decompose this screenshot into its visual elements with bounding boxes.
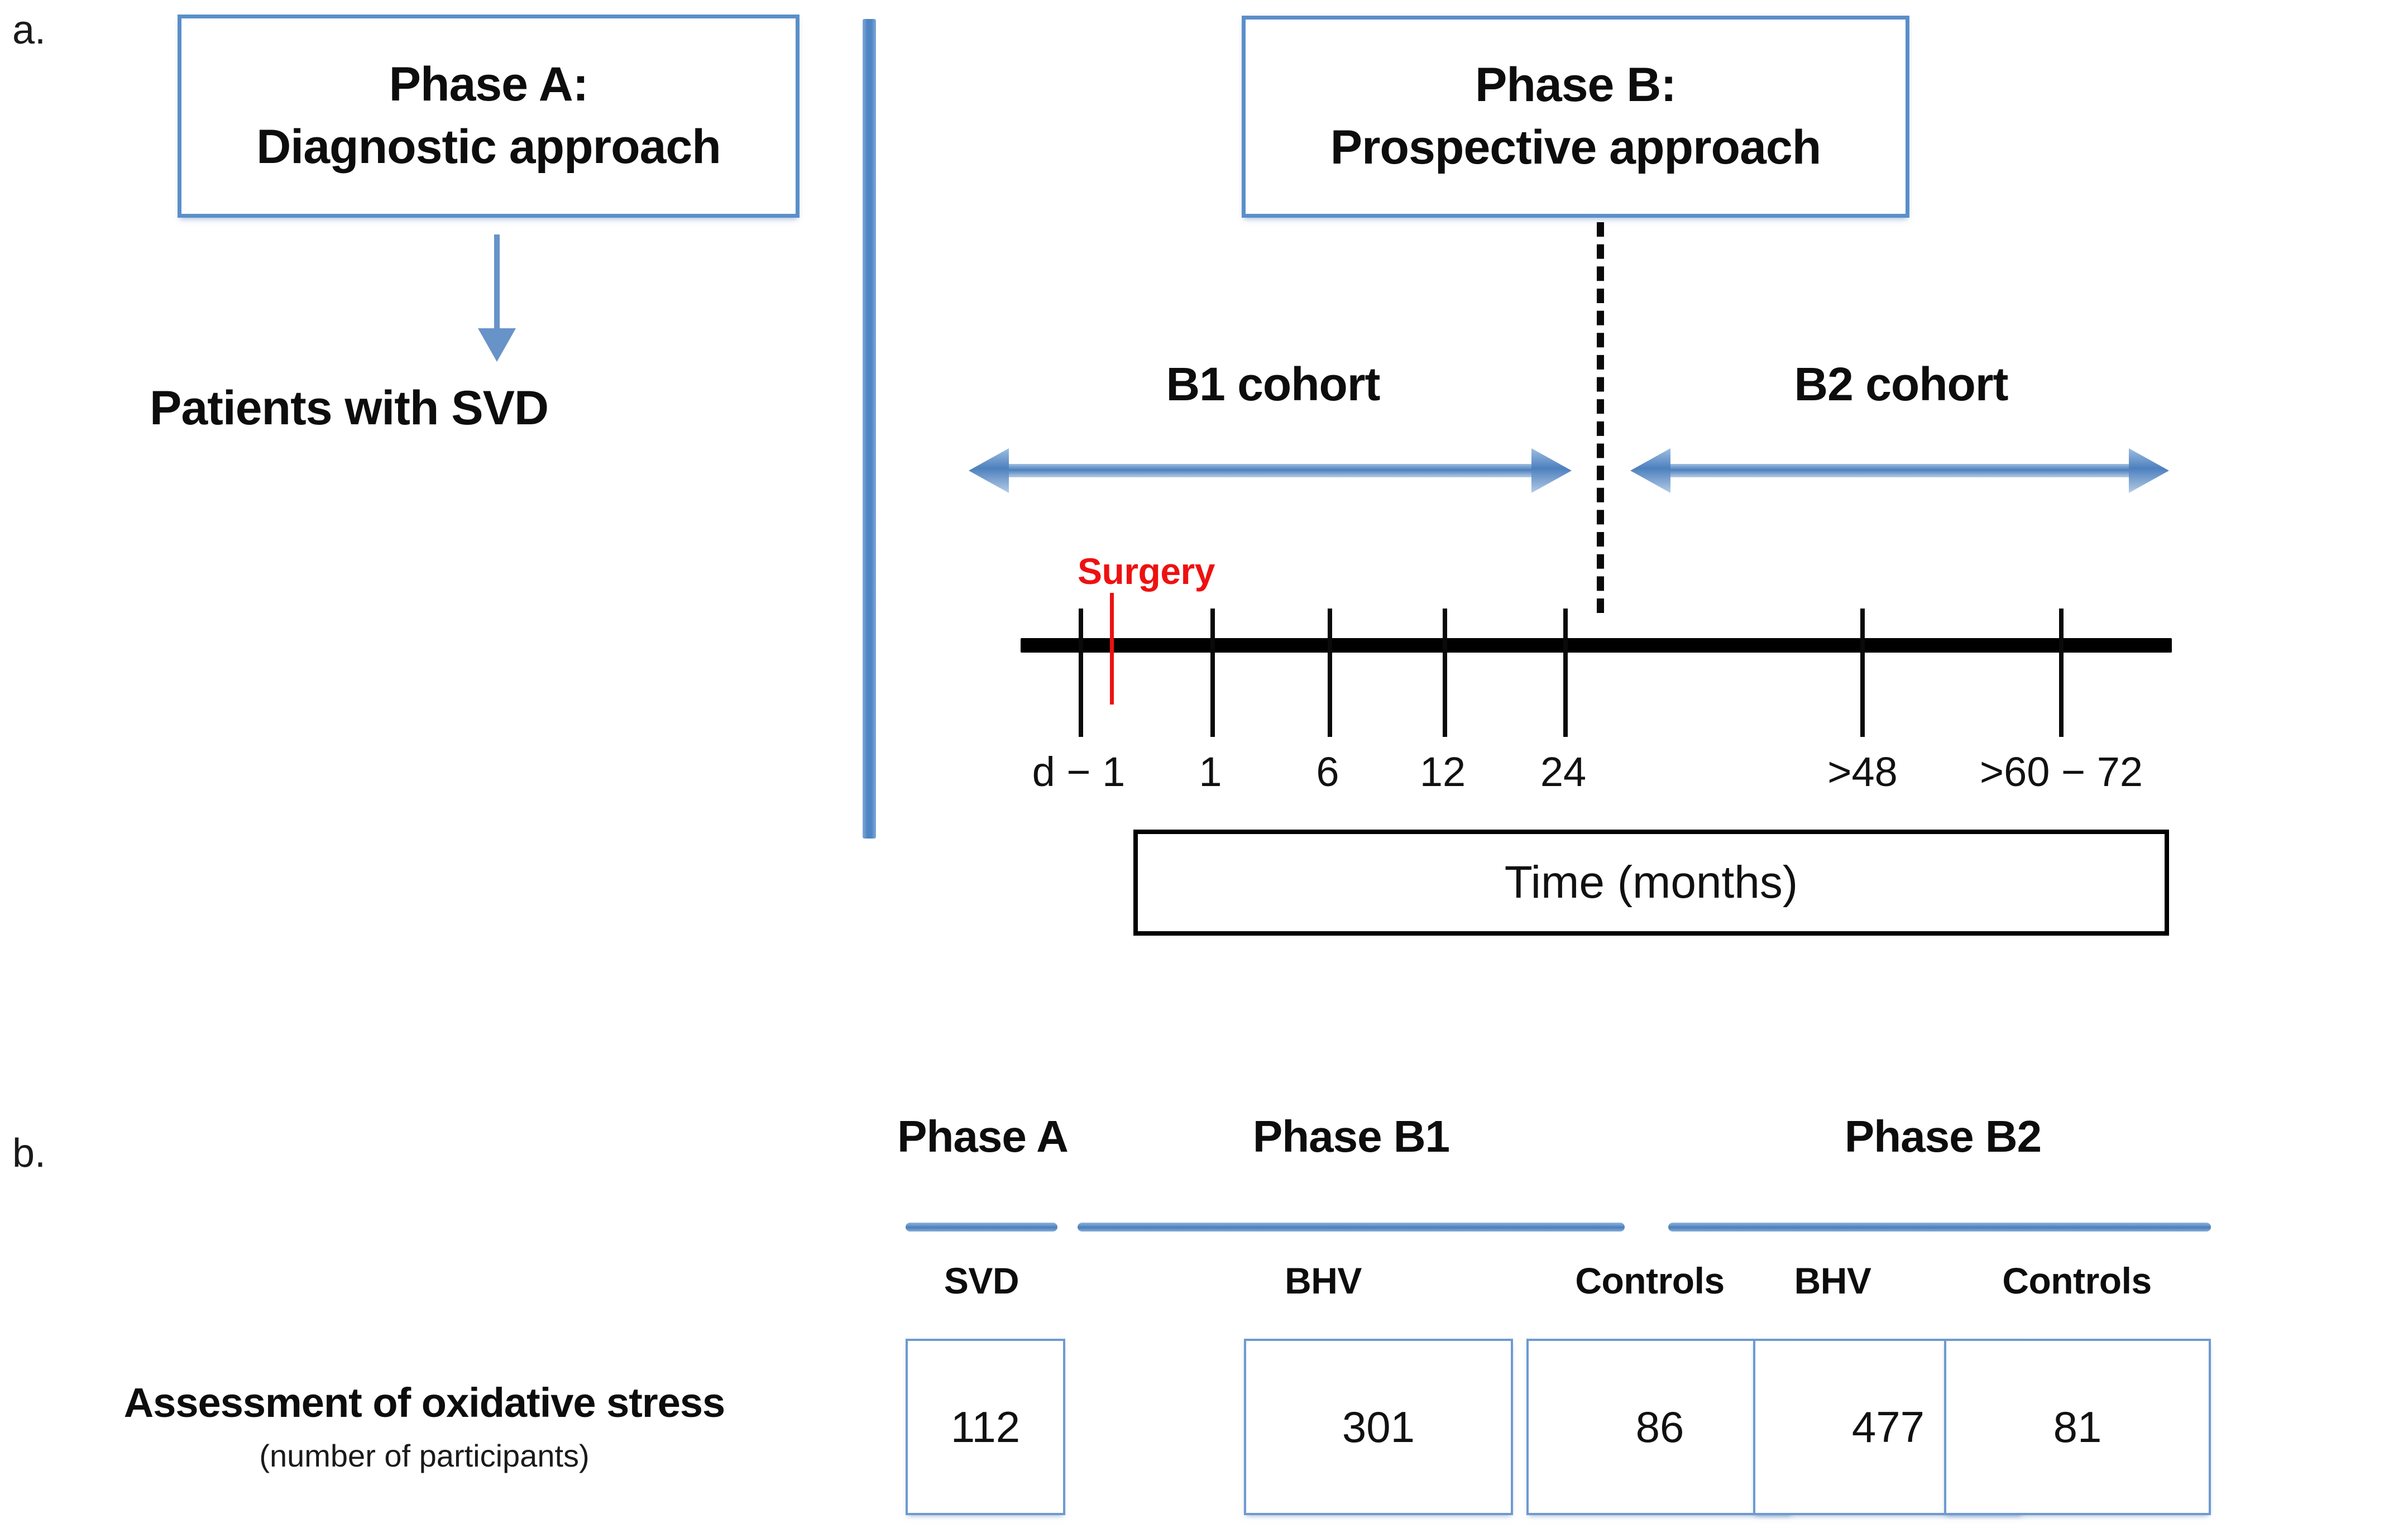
timeline-tick-label-5: >48 <box>1827 749 1898 795</box>
group-rule-phase-b1 <box>1078 1223 1625 1232</box>
group-rule-phase-b2 <box>1668 1223 2211 1232</box>
group-title-phase-a: Phase A <box>897 1112 1069 1161</box>
phase-b-title: Phase B: <box>1475 58 1677 112</box>
cohort-split-dashed-line <box>1597 222 1604 613</box>
phase-a-down-arrow-icon <box>478 234 516 362</box>
phase-b-box: Phase B: Prospective approach <box>1242 16 1909 218</box>
column-header-phase-a-svd: SVD <box>944 1260 1019 1301</box>
timeline-tick-3 <box>1443 609 1447 737</box>
time-months-box: Time (months) <box>1133 830 2169 936</box>
timeline-tick-label-3: 12 <box>1419 749 1466 795</box>
timeline-tick-1 <box>1210 609 1215 737</box>
value-phase-b1-controls: 86 <box>1635 1402 1684 1451</box>
row-label-sub: (number of participants) <box>259 1438 590 1473</box>
column-header-phase-b2-controls: Controls <box>2002 1260 2152 1301</box>
timeline-tick-5 <box>1860 609 1865 737</box>
timeline-tick-label-0: d − 1 <box>1032 749 1126 795</box>
value-box-phase-b2-controls: 81 <box>1944 1339 2211 1515</box>
value-phase-a-svd: 112 <box>950 1402 1021 1451</box>
timeline-tick-label-6: >60 − 72 <box>1979 749 2143 795</box>
value-box-phase-a-svd: 112 <box>906 1339 1065 1515</box>
timeline-tick-2 <box>1328 609 1332 737</box>
phase-a-subtitle: Diagnostic approach <box>256 120 721 174</box>
b2-cohort-range-arrow-icon <box>1630 448 2169 493</box>
b2-cohort-label: B2 cohort <box>1794 358 2008 410</box>
column-header-phase-b1-bhv: BHV <box>1285 1260 1362 1301</box>
column-header-phase-b1-controls: Controls <box>1575 1260 1725 1301</box>
surgery-label: Surgery <box>1078 550 1215 592</box>
panel-b-letter: b. <box>12 1131 46 1176</box>
timeline-tick-6 <box>2059 609 2064 737</box>
column-header-phase-b2-bhv: BHV <box>1794 1260 1871 1301</box>
panel-a-letter: a. <box>12 8 46 52</box>
timeline-tick-4 <box>1563 609 1568 737</box>
value-phase-b1-bhv: 301 <box>1342 1402 1415 1451</box>
timeline-tick-0 <box>1079 609 1083 737</box>
timeline-tick-label-4: 24 <box>1540 749 1587 795</box>
timeline-tick-label-1: 1 <box>1199 749 1222 795</box>
b1-cohort-range-arrow-icon <box>969 448 1572 493</box>
phase-a-box: Phase A: Diagnostic approach <box>178 15 800 218</box>
phase-a-outcome-label: Patients with SVD <box>150 381 549 435</box>
row-label-main: Assessment of oxidative stress <box>123 1379 725 1426</box>
time-months-label: Time (months) <box>1504 857 1798 908</box>
timeline-axis <box>1021 638 2172 653</box>
group-title-phase-b2: Phase B2 <box>1844 1112 2042 1161</box>
surgery-tick-marker <box>1110 593 1114 705</box>
timeline-tick-label-2: 6 <box>1316 749 1339 795</box>
phase-a-title: Phase A: <box>389 58 589 112</box>
phase-b-subtitle: Prospective approach <box>1330 121 1822 174</box>
group-rule-phase-a <box>906 1223 1057 1232</box>
vertical-divider <box>863 19 876 839</box>
value-phase-b2-controls: 81 <box>2053 1402 2102 1451</box>
group-title-phase-b1: Phase B1 <box>1252 1112 1450 1161</box>
b1-cohort-label: B1 cohort <box>1166 358 1380 410</box>
value-box-phase-b1-bhv: 301 <box>1244 1339 1513 1515</box>
value-phase-b2-bhv: 477 <box>1851 1402 1925 1451</box>
